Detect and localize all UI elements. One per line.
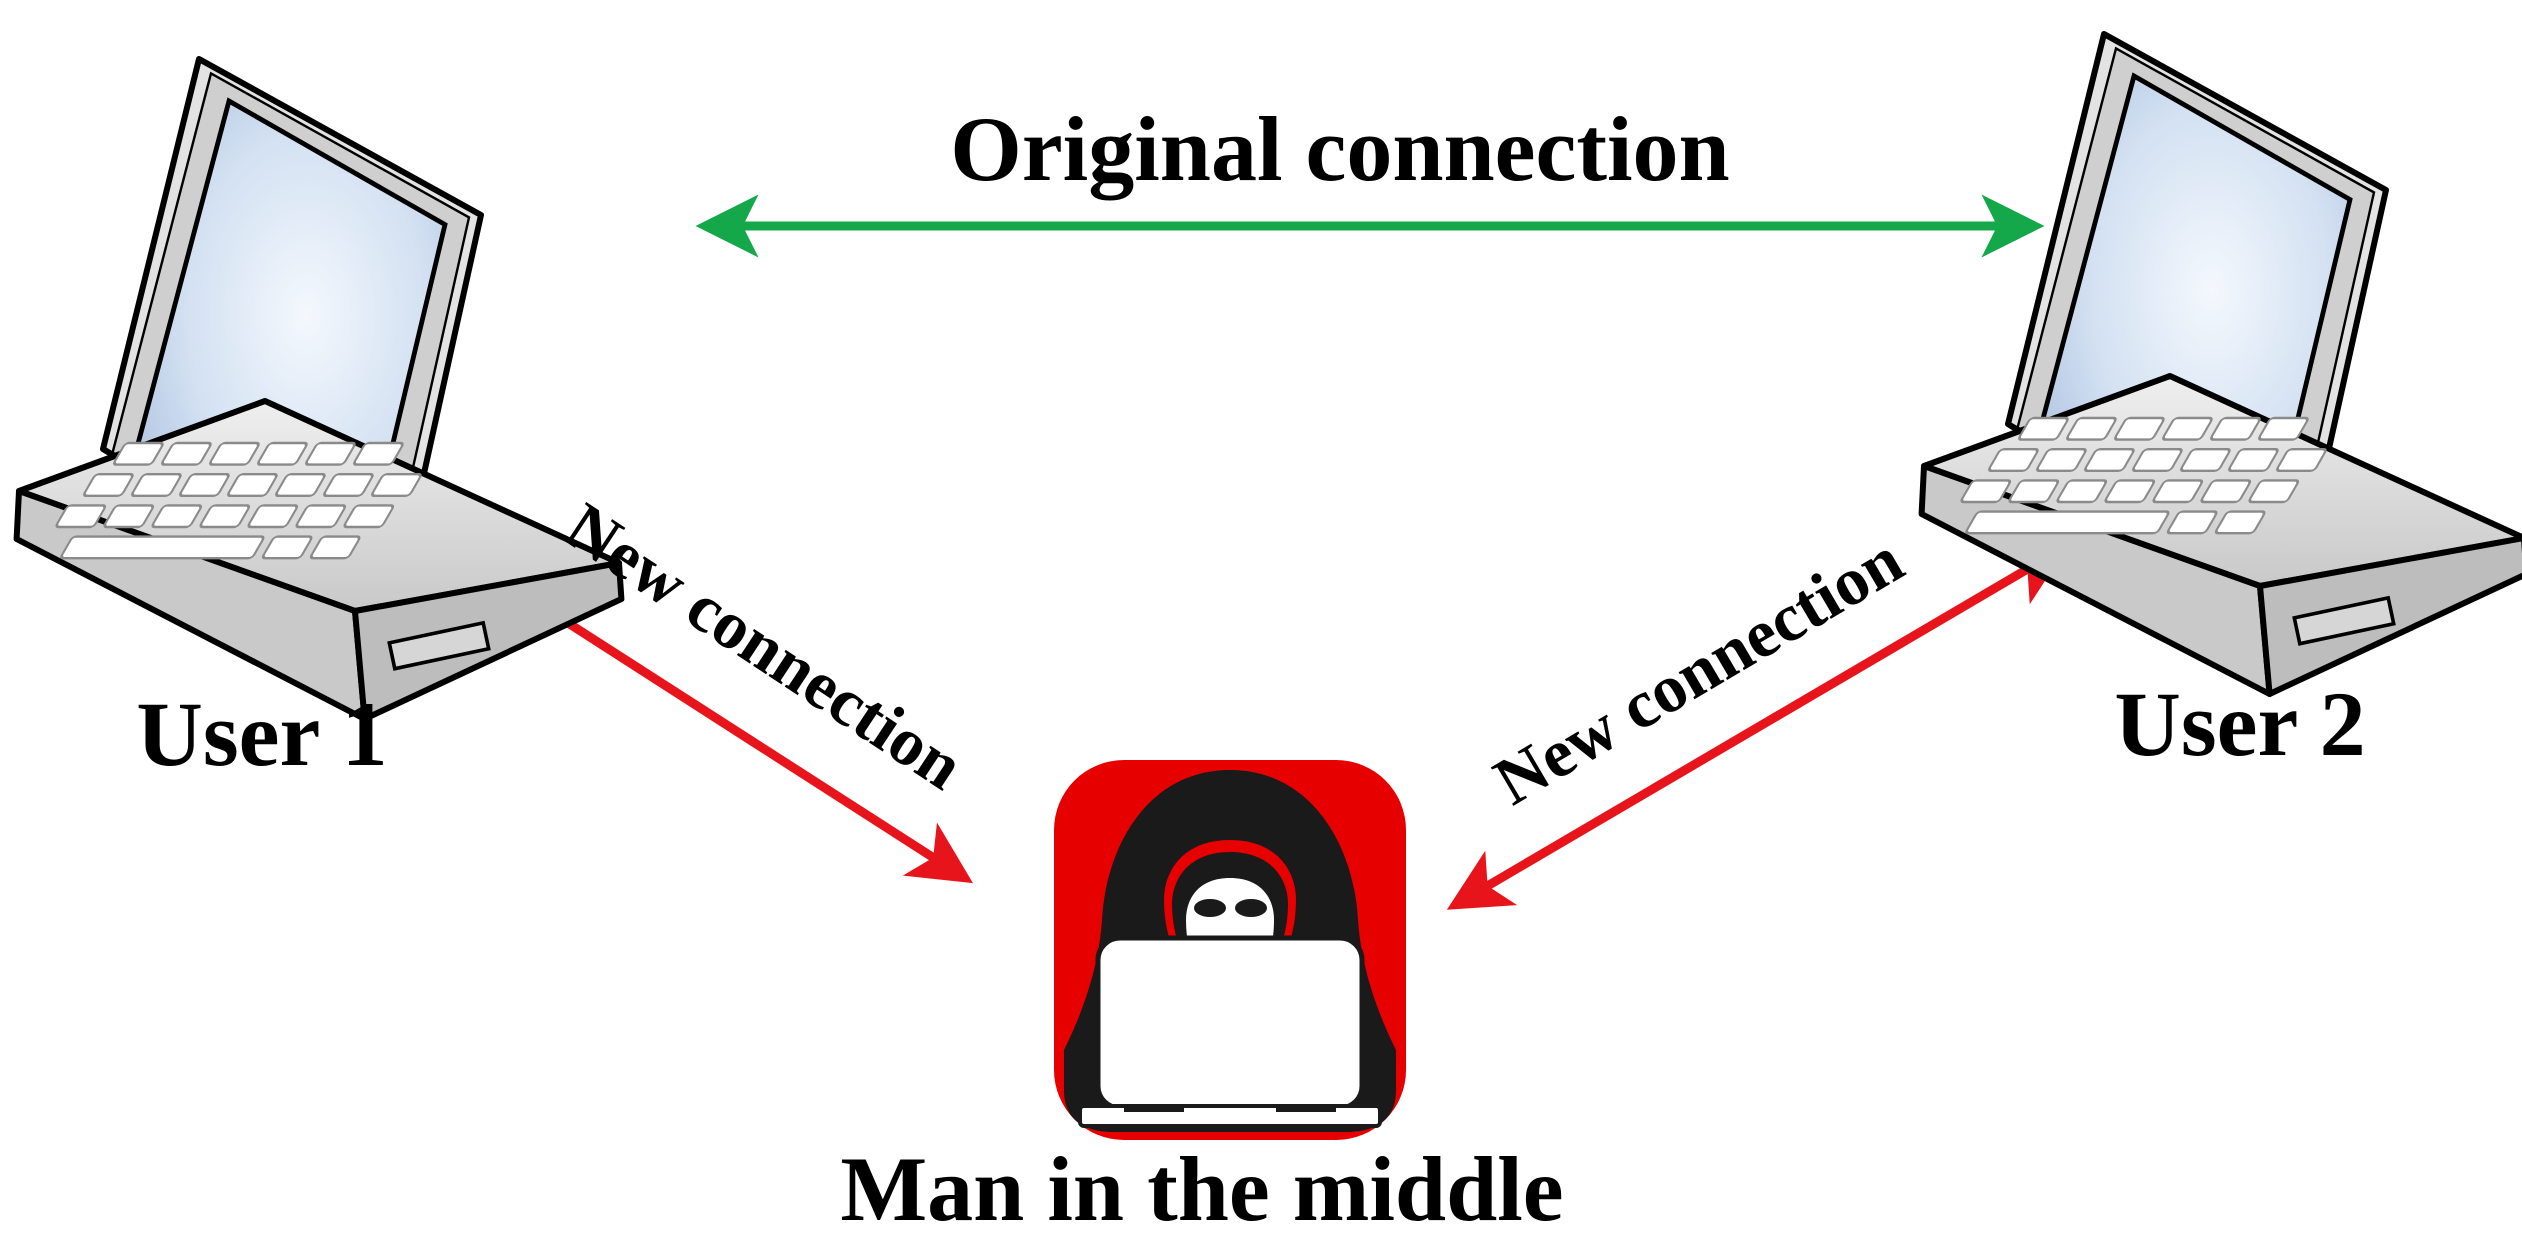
- hooded-hacker-icon: [1054, 760, 1406, 1140]
- man-in-the-middle-label: Man in the middle: [840, 1138, 1563, 1240]
- original-connection-label: Original connection: [950, 98, 1729, 200]
- laptop-icon: [1922, 34, 2522, 694]
- laptop-icon: [17, 59, 622, 719]
- new-connection-label-left: New connection: [552, 487, 977, 804]
- user1-label: User 1: [136, 683, 387, 785]
- user2-label: User 2: [2114, 673, 2365, 775]
- new-connection-arrow-right: [1446, 545, 2069, 910]
